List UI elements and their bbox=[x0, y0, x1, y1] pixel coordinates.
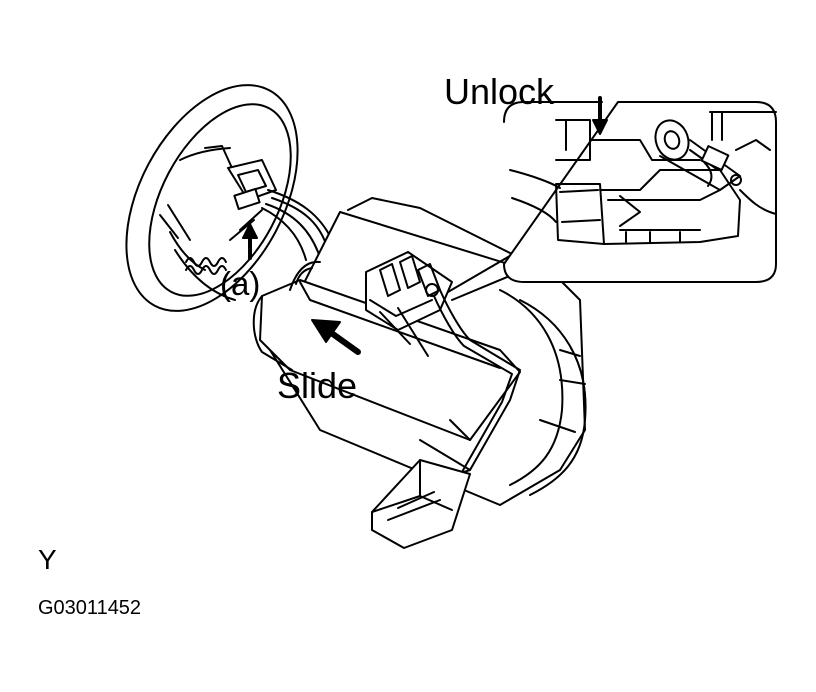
slide-arrow bbox=[311, 319, 361, 355]
unlock-label: Unlock bbox=[444, 71, 555, 112]
flange-connector bbox=[227, 159, 277, 211]
sender-gauge-arm bbox=[433, 289, 521, 483]
sender-float bbox=[371, 459, 471, 549]
unlock-arrow bbox=[592, 96, 608, 135]
lift-arrow bbox=[242, 223, 258, 260]
figure-code: G03011452 bbox=[38, 597, 142, 619]
slide-label: Slide bbox=[277, 365, 358, 406]
pump-flange bbox=[125, 84, 299, 312]
spring bbox=[185, 257, 227, 275]
view-letter: Y bbox=[38, 544, 57, 575]
point-a-label: (a) bbox=[220, 265, 261, 302]
detail-inset bbox=[503, 101, 777, 283]
